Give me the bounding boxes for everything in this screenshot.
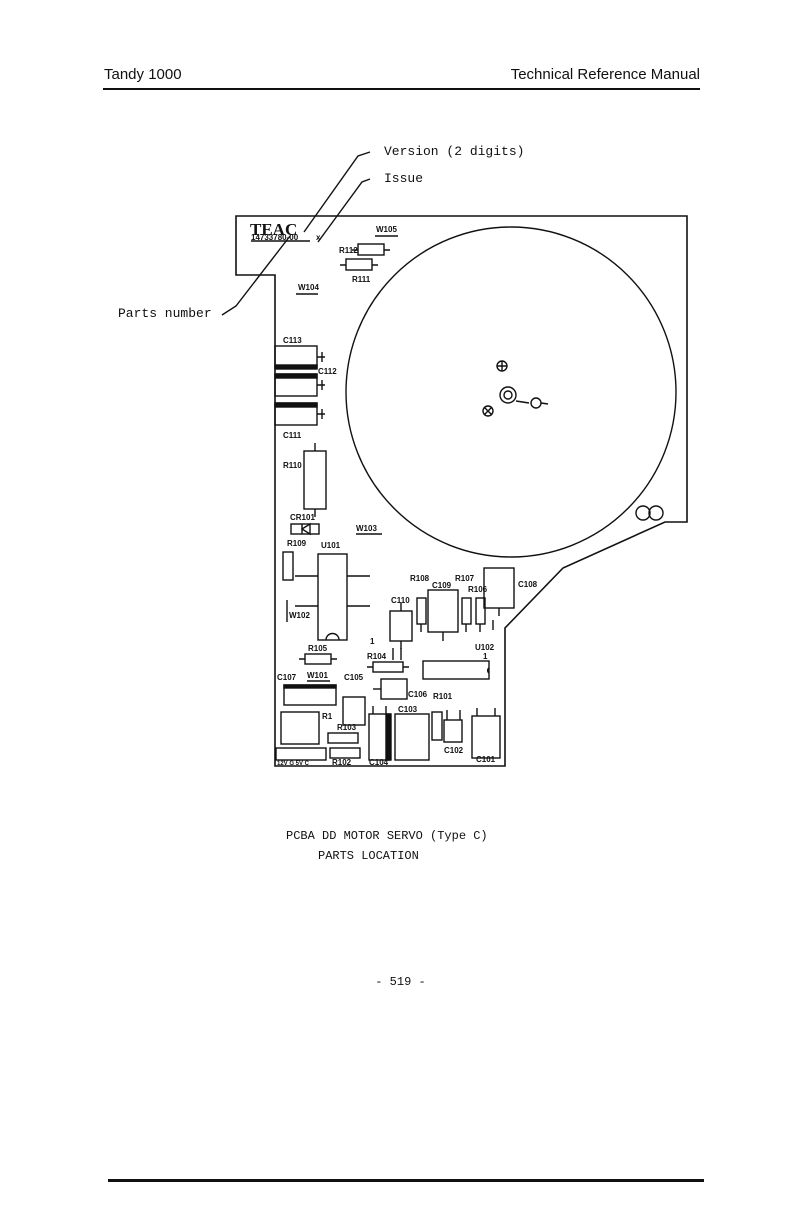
label-c110: C110	[391, 596, 410, 605]
issue-leader-line	[317, 178, 371, 243]
label-c108: C108	[518, 580, 538, 589]
hall-sensor-right	[530, 397, 542, 409]
label-r103: R103	[337, 723, 357, 732]
cr101-diode	[290, 523, 320, 535]
label-c109: C109	[432, 581, 452, 590]
c106-capacitor	[342, 696, 366, 726]
header-rule	[103, 88, 700, 90]
label-c101: C101	[476, 755, 496, 764]
label-pin1-u102: 1	[483, 652, 488, 661]
c102-capacitor	[443, 719, 463, 743]
label-r108: R108	[410, 574, 430, 583]
label-c112: C112	[318, 367, 337, 376]
board-part-number: 14733780-00	[251, 233, 299, 242]
label-r1: R1	[322, 712, 333, 721]
board-outline	[235, 215, 688, 767]
u102-ic	[422, 660, 490, 680]
r101-resistor	[431, 711, 443, 741]
label-cr101: CR101	[290, 513, 315, 522]
label-r107: R107	[455, 574, 475, 583]
c110-capacitor	[389, 610, 413, 642]
parts-number-leader-line	[221, 235, 291, 316]
figure-caption-line2: PARTS LOCATION	[318, 849, 419, 863]
label-u101: U101	[321, 541, 341, 550]
r111-resistor	[345, 258, 373, 271]
label-c105: C105	[344, 673, 364, 682]
label-u102: U102	[475, 643, 495, 652]
label-connector: 12V G 5V C	[277, 761, 310, 767]
callout-version: Version (2 digits)	[384, 144, 525, 159]
r107-resistor	[461, 597, 472, 625]
center-hole	[499, 386, 517, 404]
label-r110: R110	[283, 461, 302, 470]
r1-resistor	[280, 711, 320, 745]
label-w103: W103	[356, 524, 377, 533]
c109-capacitor	[427, 589, 459, 633]
label-c103: C103	[398, 705, 418, 714]
label-c107: C107	[277, 673, 297, 682]
label-c111: C111	[283, 431, 302, 440]
label-w104: W104	[298, 283, 319, 292]
u101-ic	[317, 553, 348, 641]
r102-resistor	[329, 747, 361, 759]
label-w102: W102	[289, 611, 310, 620]
label-r104: R104	[367, 652, 387, 661]
motor-circle	[345, 226, 677, 558]
mount-hole-right	[648, 505, 664, 521]
callout-parts-number: Parts number	[118, 306, 212, 321]
r104-resistor	[372, 661, 404, 673]
label-w101: W101	[307, 671, 328, 680]
r103-resistor	[327, 732, 359, 744]
label-r112: R112	[339, 246, 358, 255]
board-suffix: x	[316, 233, 321, 242]
label-c104: C104	[369, 758, 389, 767]
label-c106: C106	[408, 690, 428, 699]
board-brand: TEAC	[250, 220, 297, 239]
r108-resistor	[416, 597, 427, 625]
label-r106: R106	[468, 585, 488, 594]
callout-issue: Issue	[384, 171, 424, 186]
footer-rule	[108, 1179, 704, 1182]
label-r102: R102	[332, 758, 352, 767]
c105-capacitor	[380, 678, 408, 700]
r109-resistor	[282, 551, 294, 581]
connector-strip	[275, 747, 327, 761]
label-w105: W105	[376, 225, 397, 234]
header-left: Tandy 1000	[104, 66, 182, 83]
mount-hole-left	[635, 505, 651, 521]
version-leader-line	[303, 151, 371, 233]
label-c102: C102	[444, 746, 464, 755]
c104-capacitor	[368, 713, 392, 761]
figure-caption-line1: PCBA DD MOTOR SERVO (Type C)	[286, 829, 488, 843]
page-number: - 519 -	[375, 975, 426, 989]
r110-resistor	[303, 450, 327, 510]
hall-sensor-left	[482, 405, 494, 417]
header-right: Technical Reference Manual	[510, 66, 700, 83]
r105-resistor	[304, 653, 332, 665]
c101-capacitor	[471, 715, 501, 759]
c103-capacitor	[394, 713, 430, 761]
label-r109: R109	[287, 539, 307, 548]
c108-capacitor	[483, 567, 515, 609]
label-r101: R101	[433, 692, 453, 701]
label-c113: C113	[283, 336, 302, 345]
label-r111: R111	[352, 275, 371, 284]
label-r105: R105	[308, 644, 328, 653]
label-pin1-u101: 1	[370, 637, 375, 646]
r112-resistor	[357, 243, 385, 256]
